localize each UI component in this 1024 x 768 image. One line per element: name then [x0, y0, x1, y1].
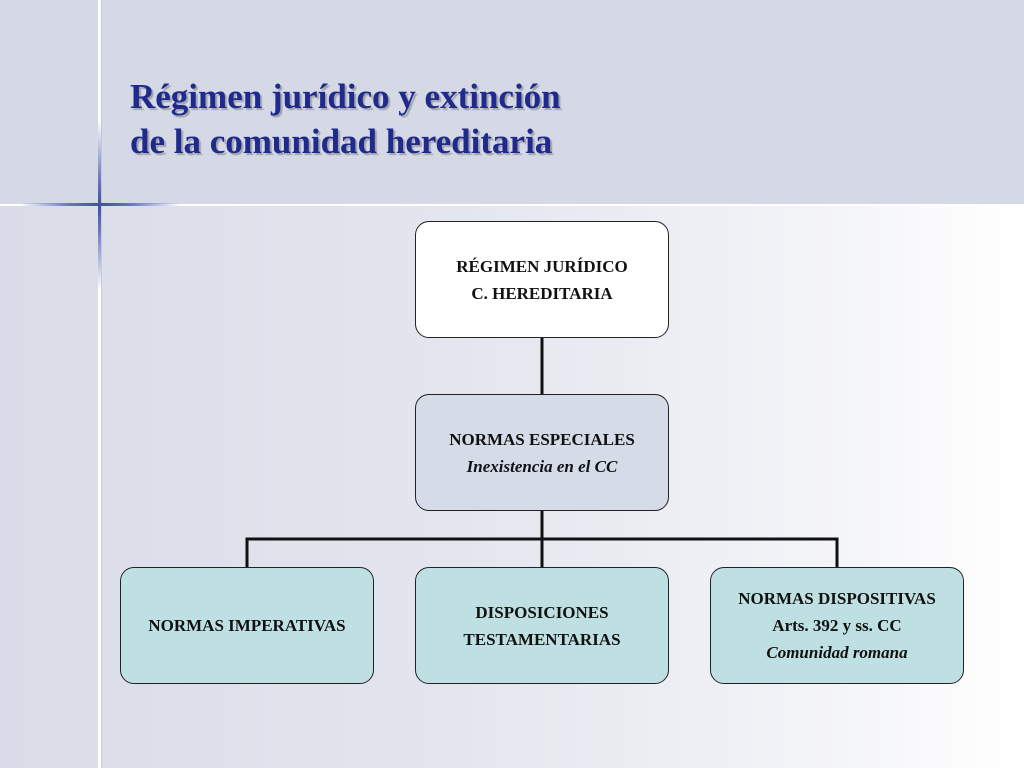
node-child-3-line-1: NORMAS DISPOSITIVAS — [738, 589, 936, 608]
node-regimen-juridico: RÉGIMEN JURÍDICO C. HEREDITARIA — [415, 221, 669, 338]
node-disposiciones-testamentarias: DISPOSICIONES TESTAMENTARIAS — [415, 567, 669, 684]
node-root-line-2: C. HEREDITARIA — [471, 283, 613, 303]
decorative-vertical-line — [98, 0, 101, 768]
decorative-cross-horizontal — [20, 203, 180, 206]
node-normas-especiales: NORMAS ESPECIALES Inexistencia en el CC — [415, 394, 669, 511]
node-middle-line-2: Inexistencia en el CC — [466, 456, 618, 476]
slide-title-line-1: Régimen jurídico y extinción — [130, 77, 561, 116]
node-middle-line-1: NORMAS ESPECIALES — [449, 429, 635, 449]
node-child-2-line-2: TESTAMENTARIAS — [463, 629, 621, 649]
node-normas-dispositivas: NORMAS DISPOSITIVAS Arts. 392 y ss. CC C… — [710, 567, 964, 684]
slide-title-line-2: de la comunidad hereditaria — [130, 122, 553, 161]
slide-title: Régimen jurídico y extinción de la comun… — [130, 74, 561, 164]
node-normas-imperativas: NORMAS IMPERATIVAS — [120, 567, 374, 684]
node-child-2-line-1: DISPOSICIONES — [475, 602, 609, 622]
node-child-3-line-2: Arts. 392 y ss. CC — [772, 616, 902, 635]
node-root-line-1: RÉGIMEN JURÍDICO — [456, 256, 628, 276]
node-child-1-line-1: NORMAS IMPERATIVAS — [148, 616, 346, 635]
header-band — [0, 0, 1024, 206]
node-child-3-line-3: Comunidad romana — [766, 643, 908, 662]
